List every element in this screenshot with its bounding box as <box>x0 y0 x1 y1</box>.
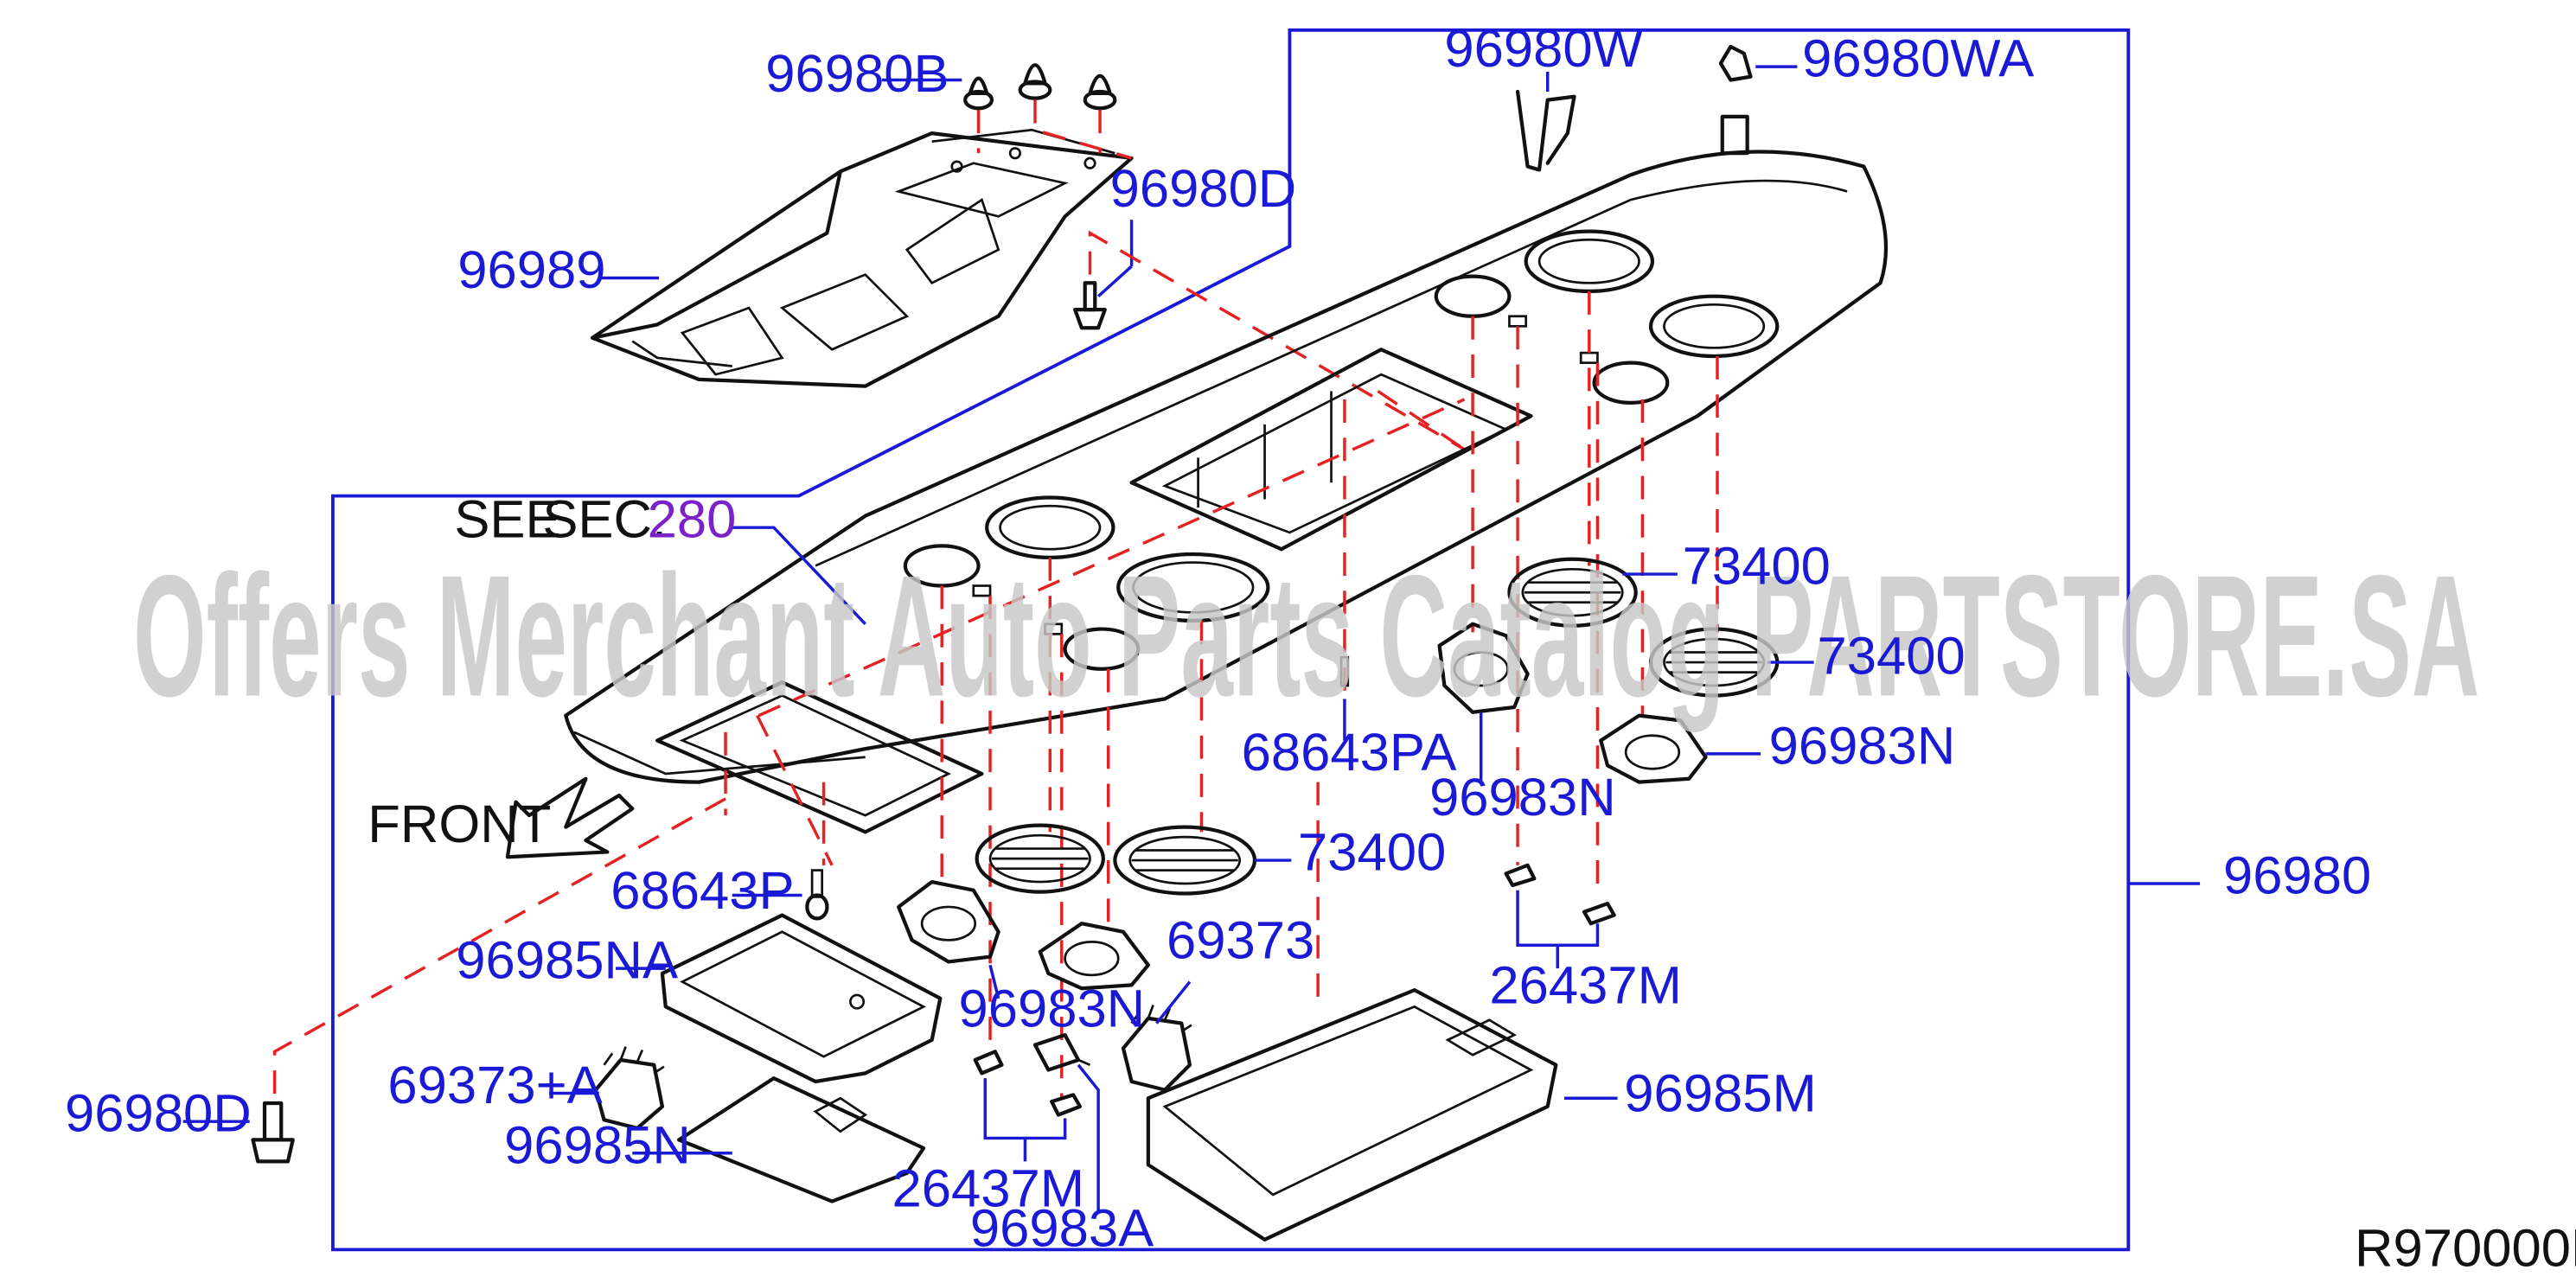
callout-96980[interactable]: 96980 <box>2223 846 2371 906</box>
callout-96980D-top[interactable]: 96980D <box>1110 159 1297 219</box>
callout-96983A[interactable]: 96983A <box>970 1199 1154 1259</box>
see-text: SEE <box>454 490 560 550</box>
section-ref-280[interactable]: 280 <box>648 490 737 550</box>
front-arrow-icon <box>505 776 635 859</box>
leader-see-sec <box>732 526 866 625</box>
bulb-96983A <box>1032 1033 1091 1072</box>
overhead-console-96980 <box>564 114 1889 834</box>
callout-96980W[interactable]: 96980W <box>1444 19 1642 79</box>
front-label: FRONT <box>368 795 551 854</box>
callout-96983N-right[interactable]: 96983N <box>1769 716 1956 776</box>
lamp-housing-96983N-a <box>897 879 1000 964</box>
diagram-ref-code: R970000H <box>2355 1219 2576 1279</box>
leader-26437M-right <box>1516 890 1600 969</box>
clips-96980B <box>963 63 1117 111</box>
switch-69373A <box>593 1046 665 1131</box>
sec-text: SEC. <box>542 490 667 550</box>
callout-68643PA[interactable]: 68643PA <box>1242 723 1457 782</box>
callout-96983N-mid[interactable]: 96983N <box>1429 768 1616 827</box>
dash-screw-top <box>1088 230 1466 451</box>
vent-73400-c <box>1507 557 1638 628</box>
screw-96980D-bottom <box>251 1101 295 1164</box>
callout-96980D-bottom[interactable]: 96980D <box>65 1084 252 1144</box>
callout-96985N[interactable]: 96985N <box>504 1115 691 1175</box>
lamp-68643P <box>805 869 829 921</box>
leader-69373 <box>1155 980 1192 1024</box>
callout-69373[interactable]: 69373 <box>1167 911 1314 971</box>
callout-73400-mid[interactable]: 73400 <box>1298 823 1446 883</box>
leader-96983N-low <box>988 964 1000 999</box>
housing-96985NA <box>660 913 943 1084</box>
callout-96989[interactable]: 96989 <box>457 240 605 300</box>
lid-96985M <box>1146 988 1558 1242</box>
vent-73400-a <box>975 823 1106 894</box>
dash-clips <box>976 99 1133 160</box>
screw-96980D-top <box>1073 281 1107 330</box>
dash-lines-console <box>724 290 1719 1099</box>
callout-26437M-right[interactable]: 26437M <box>1489 956 1682 1016</box>
callout-96983N-low[interactable]: 96983N <box>958 980 1145 1039</box>
callout-26437M-low[interactable]: 26437M <box>892 1159 1084 1218</box>
callout-73400-right[interactable]: 73400 <box>1683 537 1831 597</box>
switch-69373 <box>1121 1005 1192 1092</box>
assembly-frame <box>330 28 2131 1252</box>
watermark-text: Offers Merchant Auto Parts Catalog PARTS… <box>133 540 2479 733</box>
callout-69373A[interactable]: 69373+A <box>387 1056 602 1115</box>
lamp-housing-96983N-c <box>1437 622 1530 714</box>
callout-68643P[interactable]: 68643P <box>610 861 794 921</box>
callout-96985NA[interactable]: 96985NA <box>456 931 678 991</box>
vent-73400-b <box>1113 825 1257 896</box>
callout-96985M[interactable]: 96985M <box>1624 1064 1817 1124</box>
dash-front-screw <box>272 797 726 1099</box>
callout-73400-right-2[interactable]: 73400 <box>1817 627 1965 686</box>
lamp-housing-96983N-d <box>1599 713 1708 784</box>
clip-96980W <box>1515 89 1576 172</box>
clip-96980WA <box>1718 44 1753 82</box>
lens-96985N <box>677 1076 926 1203</box>
callout-96980B[interactable]: 96980B <box>765 44 949 104</box>
lamp-housing-96983N-b <box>1038 922 1150 991</box>
leader-26437M-low <box>983 1078 1067 1162</box>
bulbs-26437M-right <box>1504 863 1616 926</box>
bulbs-26437M-low <box>973 1050 1083 1117</box>
leader-96983A <box>1077 1063 1100 1212</box>
callout-96980WA[interactable]: 96980WA <box>1802 29 2034 89</box>
bracket-96989 <box>590 128 1134 388</box>
